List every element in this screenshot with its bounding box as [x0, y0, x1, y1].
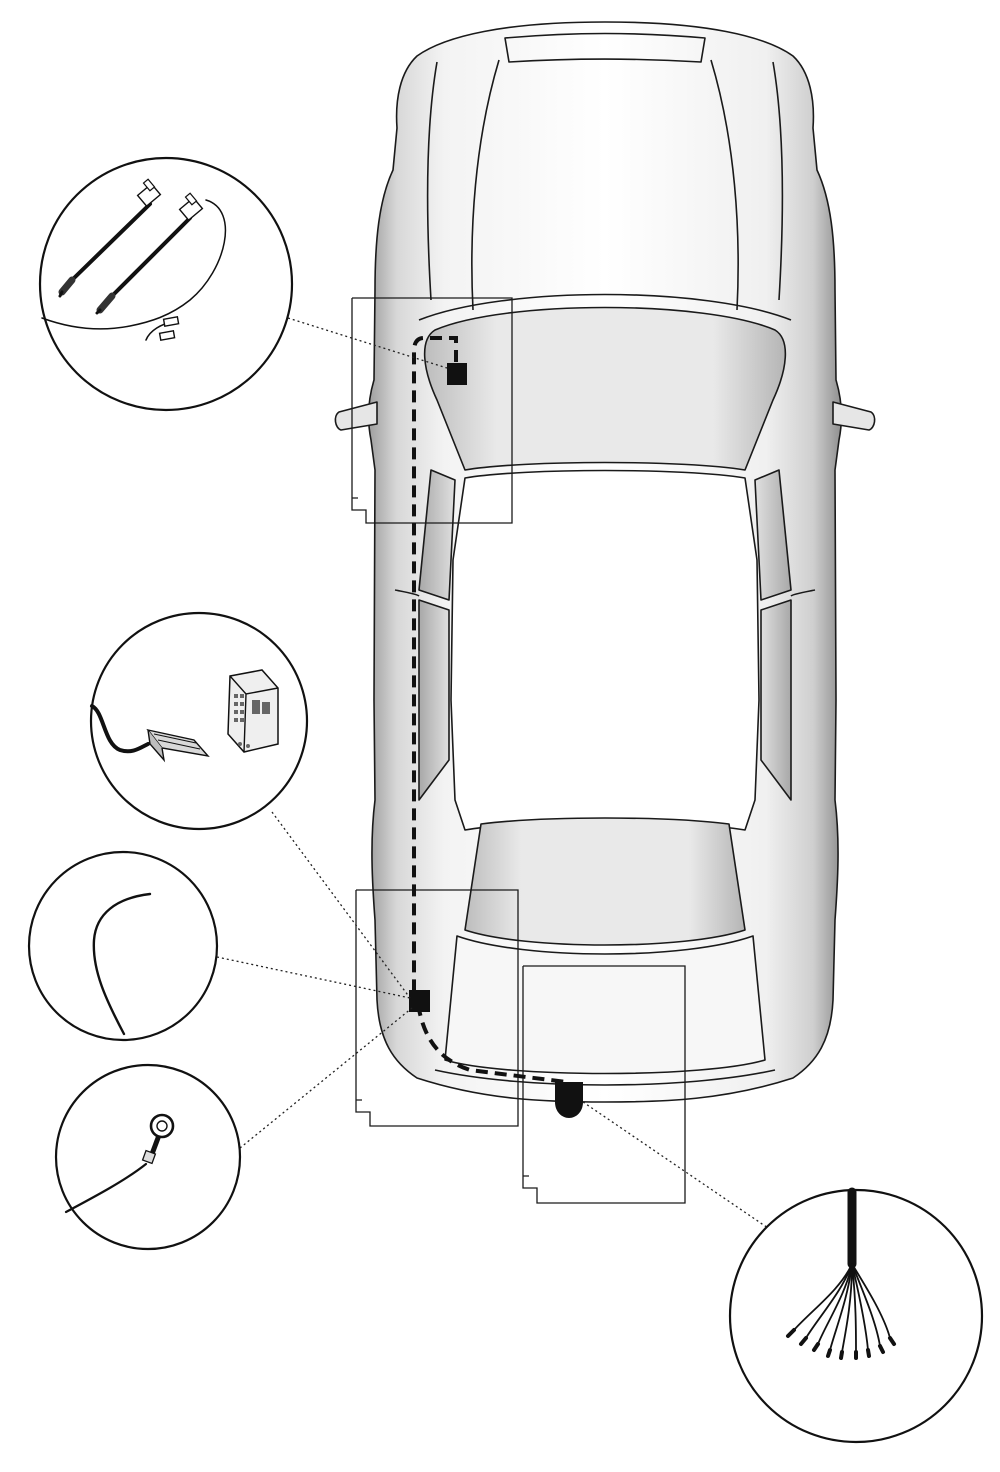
ring-terminal-icon — [64, 1113, 175, 1214]
windscreen-frame — [418, 293, 792, 321]
area-frames — [351, 297, 686, 1204]
leader-module — [271, 811, 411, 999]
bonnet-inner-left — [471, 59, 500, 311]
door-seam-right — [790, 589, 816, 597]
control-module-connector-icon — [90, 669, 279, 763]
rear-bumper-line — [434, 1069, 776, 1086]
front-bumper-line — [504, 32, 706, 63]
cable-dashed-main — [412, 336, 458, 990]
callout-wire — [27, 850, 219, 1042]
bonnet-crease-left — [426, 61, 438, 301]
car-shape — [334, 21, 876, 1103]
frame-boot-right — [522, 965, 686, 1204]
single-wire-icon — [92, 892, 152, 1036]
side-window-front-left — [418, 469, 456, 601]
fuse-box-point — [447, 363, 467, 385]
windscreen — [423, 306, 787, 471]
callout-circle — [27, 850, 219, 1042]
callout-control-module — [89, 611, 309, 831]
wire-bundle-pins-icon — [786, 1187, 896, 1360]
callout-socket-leads — [728, 1187, 984, 1444]
callout-ground — [54, 1063, 242, 1251]
boot-lid — [444, 935, 766, 1075]
cable-dashed-rear — [416, 1003, 567, 1084]
door-seam-left — [394, 589, 420, 597]
rear-window — [464, 817, 746, 946]
fuse-tap-leads-icon — [41, 178, 227, 341]
side-window-front-right — [754, 469, 792, 601]
roof — [450, 469, 760, 831]
bonnet-crease-right — [772, 61, 784, 301]
module-point — [409, 990, 430, 1012]
callout-circle — [89, 611, 309, 831]
callout-circle — [38, 156, 294, 412]
leader-lines — [216, 317, 769, 1229]
leader-ground — [239, 1007, 413, 1149]
side-window-rear-right — [760, 599, 792, 801]
connection-points — [409, 363, 583, 1118]
side-window-rear-left — [418, 599, 450, 801]
tow-socket-point — [555, 1082, 583, 1118]
cable-route — [412, 336, 567, 1084]
bonnet-inner-right — [710, 59, 739, 311]
mirror-right — [832, 401, 876, 431]
callout-fuse-taps — [38, 156, 294, 412]
mirror-left — [334, 401, 378, 431]
frame-engine-bay — [351, 297, 513, 524]
leader-socket — [582, 1101, 769, 1229]
